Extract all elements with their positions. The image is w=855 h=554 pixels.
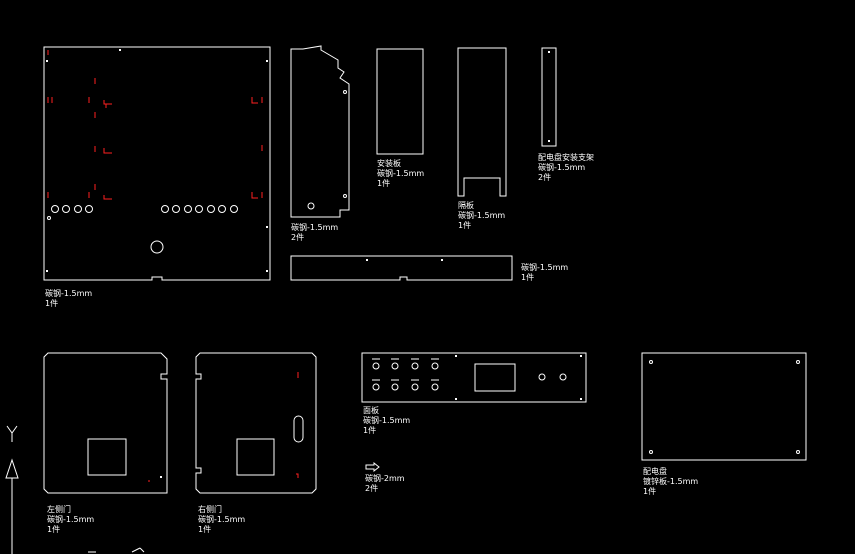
left-door-outline [43,352,168,494]
small-part-qty: 2件 [365,484,379,493]
face-panel-label: 面板 碳钢-1.5mm 1件 [363,406,410,436]
face-panel-outline [361,352,587,403]
left-door-qty: 1件 [47,525,61,534]
right-door-label: 右侧门 碳钢-1.5mm 1件 [198,505,245,535]
mount-plate-outline [376,48,424,155]
long-strip-qty: 1件 [521,273,535,282]
dist-board-name: 配电盘 [643,467,667,476]
side-bracket-qty: 2件 [291,233,305,242]
mount-plate-material: 碳钢-1.5mm [377,169,425,178]
small-part-outline [365,461,380,473]
back-panel-qty: 1件 [45,299,59,308]
dist-bracket-outline [541,47,557,147]
right-door-outline [195,352,317,494]
back-panel-label: 碳钢-1.5mm 1件 [45,289,92,309]
left-door-name: 左侧门 [47,505,71,514]
back-panel-outline [43,46,271,281]
face-panel-qty: 1件 [363,426,377,435]
side-bracket-outline [290,45,350,218]
partition-material: 碳钢-1.5mm [458,211,506,220]
mount-plate-name: 安装板 [377,159,401,168]
ucs-axis-icon [5,425,145,554]
dist-board-material: 镀锌板-1.5mm [643,477,699,486]
partition-outline [457,47,507,197]
face-panel-material: 碳钢-1.5mm [363,416,411,425]
small-part-material: 碳钢-2mm [365,474,405,483]
side-bracket-label: 碳钢-1.5mm 2件 [291,223,338,243]
partition-name: 隔板 [458,201,474,210]
side-bracket-material: 碳钢-1.5mm [291,223,339,232]
small-part-label: 碳钢-2mm 2件 [365,474,405,494]
dist-board-outline [641,352,807,461]
dist-bracket-name: 配电盘安装支架 [538,153,594,162]
back-panel-material: 碳钢-1.5mm [45,289,93,298]
long-strip-outline [290,255,513,281]
mount-plate-label: 安装板 碳钢-1.5mm 1件 [377,159,424,189]
right-door-qty: 1件 [198,525,212,534]
partition-qty: 1件 [458,221,472,230]
face-panel-name: 面板 [363,406,379,415]
dist-bracket-material: 碳钢-1.5mm [538,163,586,172]
long-strip-label: 碳钢-1.5mm 1件 [521,263,568,283]
partition-label: 隔板 碳钢-1.5mm 1件 [458,201,505,231]
mount-plate-qty: 1件 [377,179,391,188]
dist-bracket-qty: 2件 [538,173,552,182]
right-door-name: 右侧门 [198,505,222,514]
left-door-material: 碳钢-1.5mm [47,515,95,524]
right-door-material: 碳钢-1.5mm [198,515,246,524]
long-strip-material: 碳钢-1.5mm [521,263,569,272]
dist-board-label: 配电盘 镀锌板-1.5mm 1件 [643,467,698,497]
dist-bracket-label: 配电盘安装支架 碳钢-1.5mm 2件 [538,153,594,183]
dist-board-qty: 1件 [643,487,657,496]
left-door-label: 左侧门 碳钢-1.5mm 1件 [47,505,94,535]
